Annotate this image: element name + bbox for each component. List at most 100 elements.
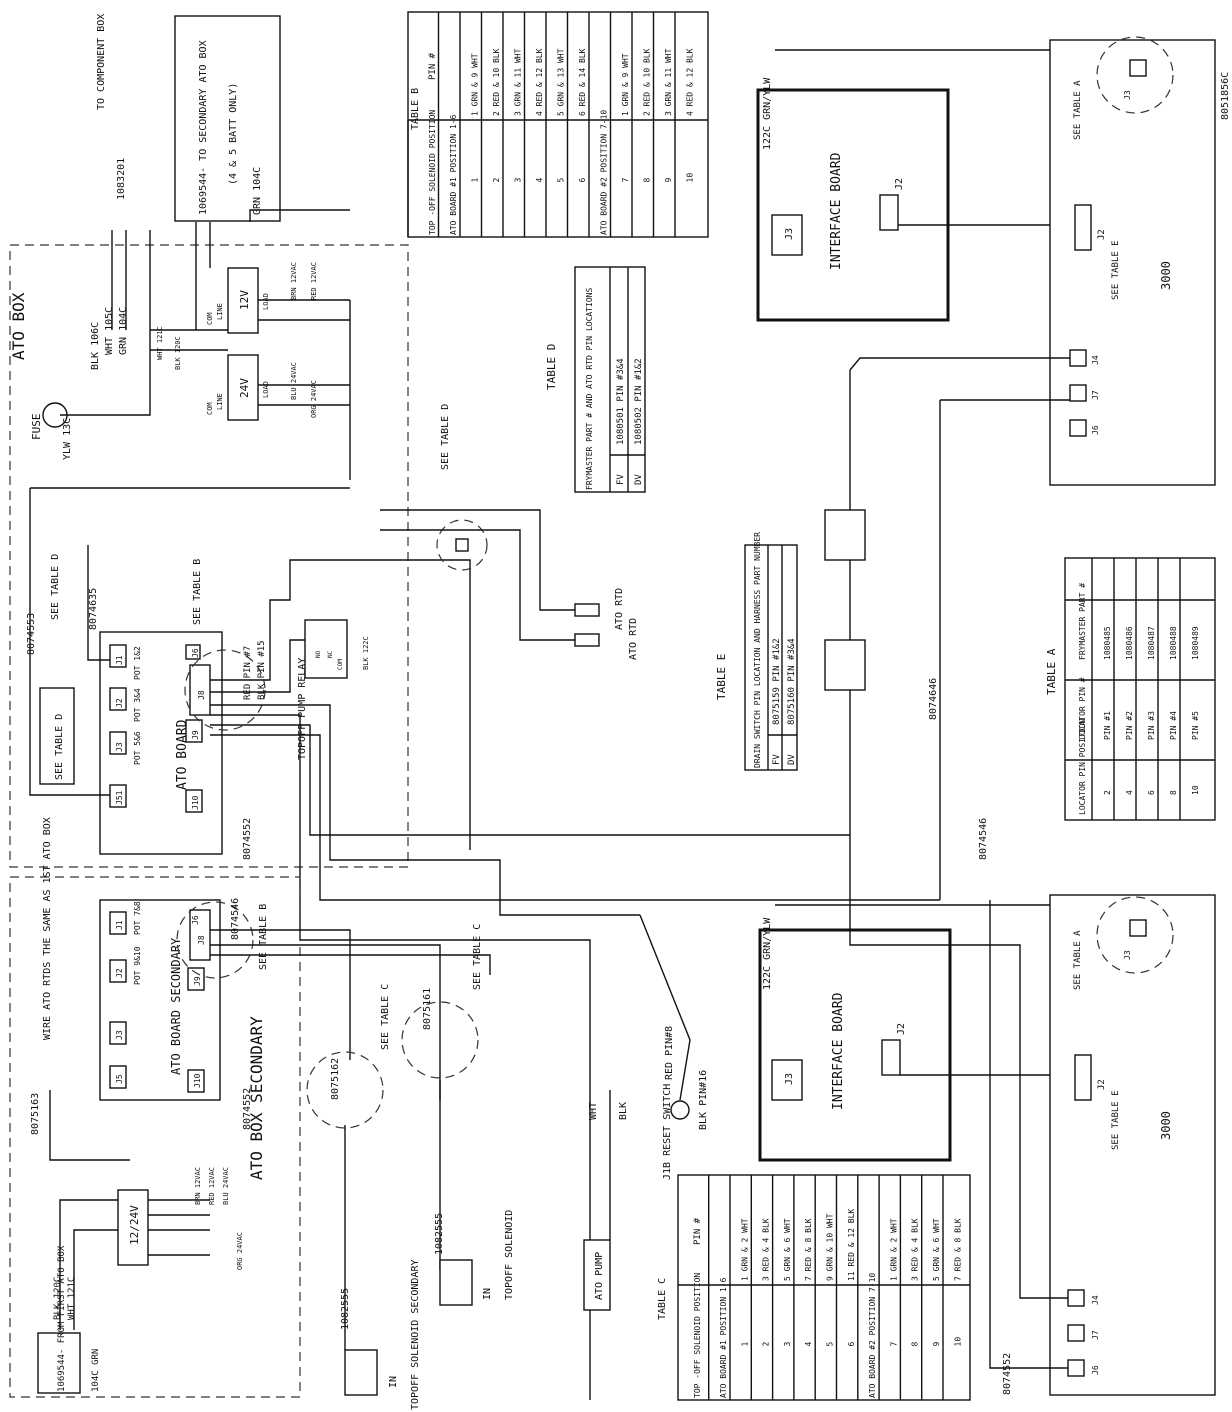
interface-bottom-wire: 122C GRN/YLW xyxy=(762,917,773,990)
svg-text:LOAD: LOAD xyxy=(262,381,270,398)
table-a-part-cell: 1080488 xyxy=(1169,626,1178,660)
secondary-title: ATO BOX SECONDARY xyxy=(247,1016,266,1180)
harness-1083201: 1083201 xyxy=(116,158,127,200)
table-pin-cell: 2 RED & 10 BLK xyxy=(492,48,501,116)
table-position-cell: 1 xyxy=(740,1342,749,1347)
input-wires xyxy=(60,230,151,416)
svg-text:WHT 121C: WHT 121C xyxy=(67,1277,77,1320)
from-harness: 1069544- FROM FIRST ATO BOX xyxy=(57,1245,67,1392)
svg-text:J6: J6 xyxy=(191,648,200,658)
secondary-board-label: ATO BOARD SECONDARY xyxy=(169,937,183,1075)
table-a-position-cell: 6 xyxy=(1147,790,1156,795)
table-position-cell: 8 xyxy=(911,1342,920,1347)
table-e-title: TABLE E xyxy=(715,654,728,700)
ato-box-title: ATO BOX xyxy=(9,292,28,360)
table-position-cell: 6 xyxy=(847,1342,856,1347)
svg-text:POT 1&2: POT 1&2 xyxy=(133,646,142,680)
part-8074552: 8074552 xyxy=(242,818,253,860)
svg-text:12/24V: 12/24V xyxy=(128,1205,141,1245)
table-position-cell: 8 xyxy=(643,178,652,183)
table-pin-cell: 3 RED & 4 BLK xyxy=(911,1218,920,1281)
table-a-part-cell: 1080485 xyxy=(1103,626,1112,660)
wire-grn104: GRN 104C xyxy=(118,307,129,355)
svg-text:J3: J3 xyxy=(1123,950,1132,960)
svg-text:8075159 PIN #1&2: 8075159 PIN #1&2 xyxy=(772,638,782,725)
svg-text:J8: J8 xyxy=(197,935,206,945)
fuse-label: FUSE xyxy=(30,414,43,441)
from-harness-box xyxy=(37,1332,81,1394)
table-pin-cell: 1 GRN & 9 WHT xyxy=(621,53,630,116)
svg-text:J1: J1 xyxy=(115,655,124,665)
secondary-wiring xyxy=(49,929,491,1161)
see-table-d-top: SEE TABLE D xyxy=(50,554,61,620)
table-position-cell: 2 xyxy=(492,178,501,183)
svg-text:1080502 PIN #1&2: 1080502 PIN #1&2 xyxy=(634,358,644,445)
grn-104c: GRN 104C xyxy=(252,167,263,215)
svg-text:J6: J6 xyxy=(191,915,200,925)
harness-wires xyxy=(195,209,350,330)
table-section-row: ATO BOARD #1 POSITION 1-6 xyxy=(449,114,458,235)
svg-text:DV: DV xyxy=(787,754,797,765)
svg-text:FRYMASTER PART #: FRYMASTER PART # xyxy=(1078,583,1087,660)
reset-switch xyxy=(670,1100,690,1120)
table-pin-cell: 7 RED & 8 BLK xyxy=(804,1218,813,1281)
table-a-position-cell: 4 xyxy=(1125,790,1134,795)
table-pin-cell: 3 GRN & 11 WHT xyxy=(664,48,673,116)
table-position-cell: 7 xyxy=(621,178,630,183)
harness-1082555-a: 1082555 xyxy=(340,1288,351,1330)
table-position-cell: 5 xyxy=(557,178,566,183)
table-pin-cell: 5 GRN & 6 WHT xyxy=(932,1218,941,1281)
table-a-part-cell: 1080487 xyxy=(1147,626,1156,660)
drain-switch-2 xyxy=(824,639,866,691)
reset-red: RED PIN#8 xyxy=(664,1026,675,1080)
table-position-cell: 3 xyxy=(514,178,523,183)
svg-text:IN: IN xyxy=(482,1288,493,1300)
svg-text:J5: J5 xyxy=(115,1074,124,1084)
table-b: TABLE B TOP -OFF SOLENOID POSITION PIN #… xyxy=(407,11,709,238)
j6 xyxy=(185,644,201,660)
transformer-24v xyxy=(227,354,259,421)
wire-blk106: BLK 106C xyxy=(90,322,101,370)
secondary-transformer xyxy=(117,1189,149,1266)
svg-text:J2: J2 xyxy=(894,178,905,190)
table-pin-cell: 7 RED & 8 BLK xyxy=(953,1218,962,1281)
controller-top-label: 3000 xyxy=(1159,261,1173,290)
see-table-c-2: SEE TABLE C xyxy=(472,924,483,990)
table-position-cell: 7 xyxy=(889,1342,898,1347)
table-pin-cell: 6 RED & 14 BLK xyxy=(578,48,587,116)
interface-bottom-label: INTERFACE BOARD xyxy=(831,992,846,1110)
table-a-pin-cell: PIN #1 xyxy=(1103,711,1112,740)
svg-text:NO: NO xyxy=(315,650,322,658)
table-position-cell: 2 xyxy=(762,1342,771,1347)
svg-text:TOP -OFF SOLENOID POSITION: TOP -OFF SOLENOID POSITION xyxy=(693,1273,702,1398)
to-component-box: TO COMPONENT BOX xyxy=(96,14,107,110)
svg-text:IN: IN xyxy=(388,1376,399,1388)
reset-label: J1B RESET SWITCH xyxy=(662,1084,673,1180)
harness-1082555-b: 1082555 xyxy=(434,1213,445,1255)
secondary-see-table-b: SEE TABLE B xyxy=(258,904,269,970)
table-a-title: TABLE A xyxy=(1045,648,1058,695)
j51 xyxy=(109,784,127,808)
controller-bottom xyxy=(1049,894,1216,1396)
svg-text:J4: J4 xyxy=(1091,1295,1100,1305)
svg-text:12V: 12V xyxy=(238,290,251,310)
harness-8074646: 8074646 xyxy=(928,678,939,720)
table-position-cell: 9 xyxy=(664,178,673,183)
svg-text:COM: COM xyxy=(337,659,344,670)
wire-ylw: YLW 13C xyxy=(62,418,73,460)
wire-blk120: BLK 120C xyxy=(174,336,182,370)
svg-text:BRN 12VAC: BRN 12VAC xyxy=(194,1167,202,1205)
red-pin-7: RED PIN #7 xyxy=(243,646,253,700)
svg-text:POT 3&4: POT 3&4 xyxy=(133,688,142,722)
part-8074552-bottom: 8074552 xyxy=(1002,1353,1013,1395)
table-d: TABLE D FRYMASTER PART # AND ATO RTD PIN… xyxy=(545,266,646,493)
svg-text:J2: J2 xyxy=(1097,229,1107,240)
out-red: RED 12VAC xyxy=(310,262,318,300)
table-pin-cell: 3 GRN & 11 WHT xyxy=(514,48,523,116)
harness-8074546: 8074546 xyxy=(978,818,989,860)
part-8074553: 8074553 xyxy=(26,613,37,655)
table-pin-cell: 1 GRN & 2 WHT xyxy=(740,1218,749,1281)
table-position-cell: 4 xyxy=(535,178,544,183)
drain-switch-1 xyxy=(824,509,866,561)
